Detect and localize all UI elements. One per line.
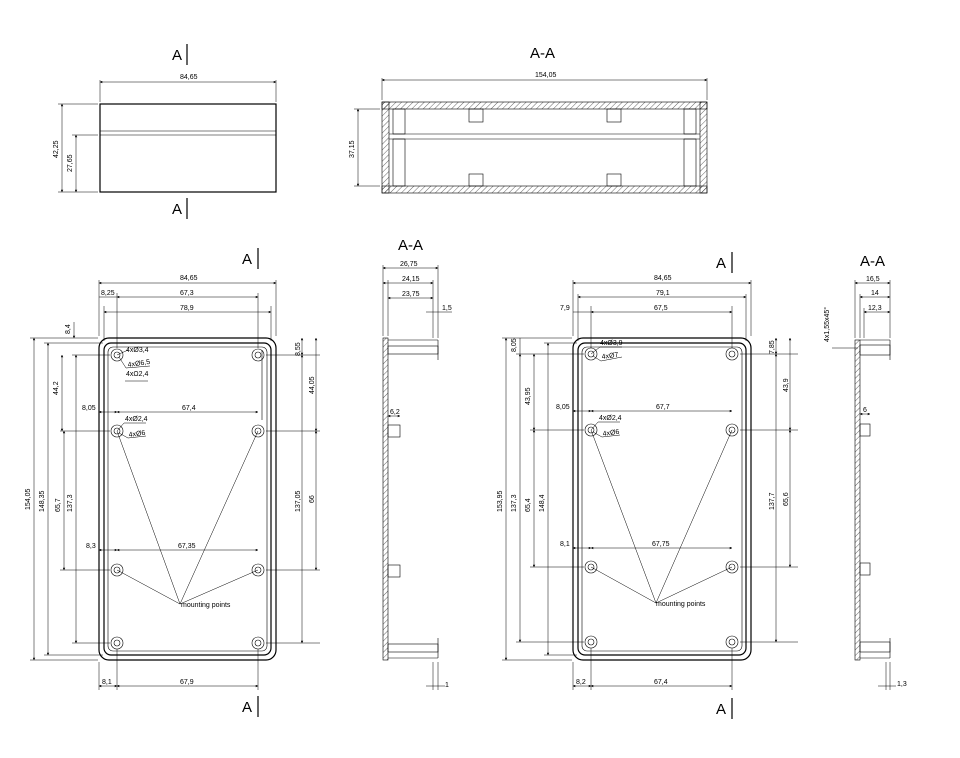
mounting-hole: [725, 347, 739, 361]
dim-text: 1,3: [897, 681, 907, 688]
dim-text: 79,1: [656, 290, 670, 297]
dim-text: 154,05: [25, 488, 32, 510]
dim-text: 84,65: [654, 275, 672, 282]
dim-text: 8,1: [560, 541, 570, 548]
dim-text: 154,05: [535, 72, 557, 79]
dim-text: 65,4: [525, 498, 532, 512]
dim-text: 8,2: [576, 679, 586, 686]
mounting-hole: [584, 635, 598, 649]
section-label: A: [172, 47, 182, 64]
hole-callout: 4xØ2,4: [599, 415, 622, 422]
dim-text: 26,75: [400, 261, 418, 268]
mounting-hole: [584, 560, 598, 574]
dim-text: 8,05: [556, 404, 570, 411]
mounting-hole: [251, 563, 265, 577]
dim-text: 4x1,55x45°: [823, 307, 831, 342]
dim-text: 8,1: [102, 679, 112, 686]
dim-text: 1: [445, 682, 449, 689]
hole-callout: 4xØ6: [128, 430, 146, 439]
dim-text: 7,9: [560, 305, 570, 312]
dim-text: 7,85: [769, 340, 776, 354]
dim-text: 14: [871, 290, 879, 297]
dim-text: 12,3: [868, 305, 882, 312]
dim-text: 65,6: [783, 492, 790, 506]
dim-text: 67,4: [182, 405, 196, 412]
hole-callout: 4xØ3,4: [126, 347, 149, 354]
dim-text: 43,9: [783, 378, 790, 392]
section-label: A: [242, 251, 252, 268]
mounting-hole: [251, 348, 265, 362]
section-label: A: [172, 201, 182, 218]
dim-text: 37,15: [349, 140, 356, 158]
mounting-hole: [725, 635, 739, 649]
dim-text: 44,2: [53, 381, 60, 395]
hole-callout: 4xØ6,5: [127, 359, 150, 369]
right-plan-view: A A 84,65 79,1 7,9 67,5 4xØ3,9: [497, 252, 798, 719]
dim-text: 137,3: [67, 494, 74, 512]
dim-text: 84,65: [180, 74, 198, 81]
dim-text: 8,55: [295, 342, 302, 356]
section-label: A-A: [530, 45, 555, 62]
section-label: A: [242, 699, 252, 716]
dim-text: 67,35: [178, 543, 196, 550]
mounting-hole: [251, 424, 265, 438]
hole-callout: 4xØ7: [601, 352, 619, 361]
middle-section-view: A-A 26,75 24,15 23,75 1,5 6,2 1: [382, 237, 452, 690]
dim-text: 137,05: [295, 490, 302, 512]
hole-callout: 4xØ3,9: [600, 340, 623, 347]
dim-text: 8,25: [101, 290, 115, 297]
dim-text: 8,3: [86, 543, 96, 550]
mounting-label: mounting points: [181, 602, 231, 609]
dim-text: 1,5: [442, 305, 452, 312]
dim-text: 137,3: [511, 494, 518, 512]
far-right-section-view: A-A 16,5 14 12,3 4x1,55x45° 6 1,3: [823, 253, 907, 690]
mounting-hole: [110, 348, 124, 362]
dim-text: 148,35: [39, 490, 46, 512]
dim-text: 43,95: [525, 387, 532, 405]
section-label: A: [716, 701, 726, 718]
dim-text: 153,95: [497, 490, 504, 512]
dim-text: 8,4: [65, 324, 72, 334]
dim-text: 42,25: [53, 140, 60, 158]
mounting-hole: [110, 636, 124, 650]
dim-text: 67,4: [654, 679, 668, 686]
mounting-hole: [251, 636, 265, 650]
hole-callout: 4xΩ2,4: [126, 371, 148, 378]
dim-text: 24,15: [402, 276, 420, 283]
dim-text: 6,2: [390, 409, 400, 416]
hole-callout: 4xØ2,4: [125, 416, 148, 423]
dim-text: 78,9: [180, 305, 194, 312]
hole-callout: 4xØ6: [602, 429, 620, 438]
long-section-view: A-A 154,05 37,15: [349, 45, 708, 194]
dim-text: 66: [309, 495, 316, 503]
dim-text: 137,7: [769, 492, 776, 510]
dim-text: 67,7: [656, 404, 670, 411]
mounting-hole: [584, 423, 598, 437]
mounting-label: mounting points: [656, 601, 706, 608]
dim-text: 84,65: [180, 275, 198, 282]
dim-text: 67,5: [654, 305, 668, 312]
mounting-hole: [110, 563, 124, 577]
dim-text: 67,9: [180, 679, 194, 686]
section-label: A-A: [860, 253, 885, 270]
dim-text: 44,05: [309, 376, 316, 394]
mounting-hole: [725, 560, 739, 574]
dim-text: 67,3: [180, 290, 194, 297]
mounting-hole: [725, 423, 739, 437]
dim-text: 27,65: [67, 154, 74, 172]
dim-text: 8,05: [511, 338, 518, 352]
mounting-hole: [110, 424, 124, 438]
dim-text: 8,05: [82, 405, 96, 412]
dim-text: 16,5: [866, 276, 880, 283]
dim-text: 67,75: [652, 541, 670, 548]
section-label: A: [716, 255, 726, 272]
left-plan-view: A A 84,65 8,25 67,3 78,9: [25, 248, 320, 717]
section-label: A-A: [398, 237, 423, 254]
dim-text: 6: [863, 407, 867, 414]
dim-text: 65,7: [55, 498, 62, 512]
dim-text: 148,4: [539, 494, 546, 512]
front-view: A A 84,65 42,25 27,65: [53, 44, 277, 219]
dim-text: 23,75: [402, 291, 420, 298]
